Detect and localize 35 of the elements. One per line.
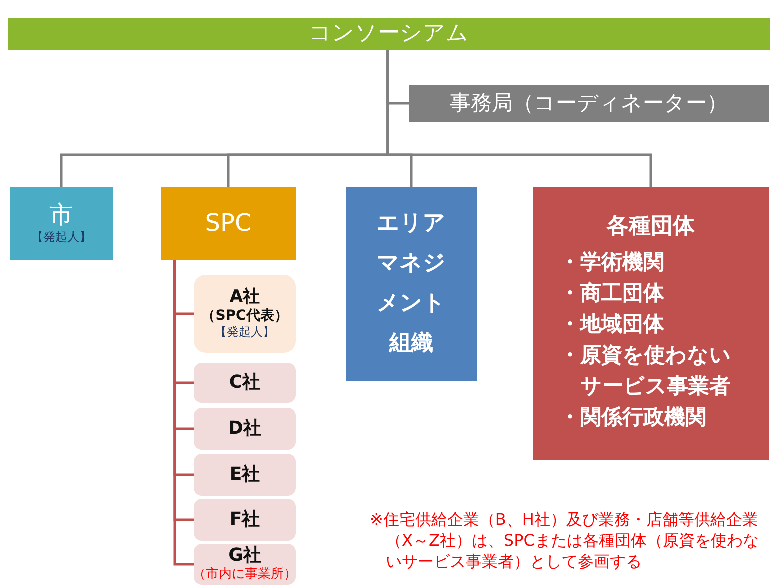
company-box <box>194 275 296 353</box>
company-note: （SPC代表） <box>202 307 288 326</box>
office-text: 事務局（コーディネーター） <box>450 90 728 116</box>
company-box <box>194 499 296 541</box>
city-text: 市 <box>50 201 74 230</box>
company-box <box>194 408 296 450</box>
role-note: 【発起人】 <box>32 230 92 246</box>
org-box <box>346 187 477 381</box>
org-box <box>8 18 770 50</box>
company-name: A社 <box>230 286 260 308</box>
list-item: ・商工団体 <box>560 280 666 307</box>
title-text: コンソーシアム <box>309 20 469 48</box>
group-heading: 各種団体 <box>607 214 695 241</box>
list-item: ・地域団体 <box>560 310 666 338</box>
company-box <box>194 454 296 496</box>
company-name: E社 <box>230 464 260 486</box>
org-box <box>10 187 113 260</box>
company-box <box>194 544 296 585</box>
company-name: F社 <box>230 509 260 531</box>
company-box <box>194 363 296 403</box>
role-note: 【発起人】 <box>215 325 275 342</box>
connector-line <box>386 50 652 187</box>
footnote: ※住宅供給企業（B、H社）及び業務・店舗等供給企業（X～Z社）は、SPCまたは各種団体（原資を使わないサービス事業者）として参画する <box>370 509 760 572</box>
org-box <box>533 187 769 460</box>
company-note: （市内に事業所） <box>193 566 297 584</box>
company-name: C社 <box>229 372 261 394</box>
company-name: G社 <box>228 545 262 567</box>
spc-text: SPC <box>205 209 252 238</box>
list-item: ・原資を使わないサービス事業者 <box>560 342 732 400</box>
list-item: ・学術機関 <box>560 248 666 276</box>
org-box <box>161 187 296 260</box>
company-name: D社 <box>228 418 262 440</box>
organization-text: エリアマネジメント組織 <box>376 210 447 358</box>
list-item: ・関係行政機関 <box>560 404 708 431</box>
org-box <box>409 85 769 122</box>
